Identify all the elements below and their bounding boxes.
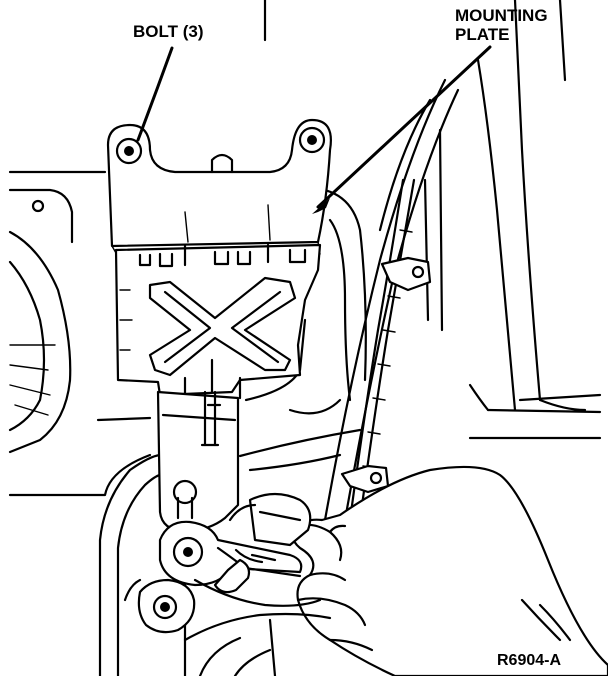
technician-hand — [291, 465, 608, 676]
lower-regulator-arm — [183, 492, 332, 676]
drive-housing — [156, 358, 240, 534]
mounting-plate — [106, 118, 332, 261]
bolt-leader-line — [136, 46, 174, 142]
regulator-rail — [340, 178, 432, 522]
lower-bolt — [123, 578, 196, 634]
mounting-plate-callout-line1: MOUNTING — [455, 6, 548, 25]
bolt-callout: BOLT (3) — [133, 22, 204, 41]
regulator-motor — [114, 243, 322, 402]
mounting-plate-callout-line2: PLATE — [455, 25, 510, 44]
ratchet-wrench — [158, 520, 303, 594]
mounting-plate-leader-line — [316, 45, 492, 209]
mounting-plate-arrowhead — [312, 198, 330, 214]
mounting-plate-callout: MOUNTING PLATE — [455, 6, 548, 44]
figure-id: R6904-A — [497, 652, 562, 669]
